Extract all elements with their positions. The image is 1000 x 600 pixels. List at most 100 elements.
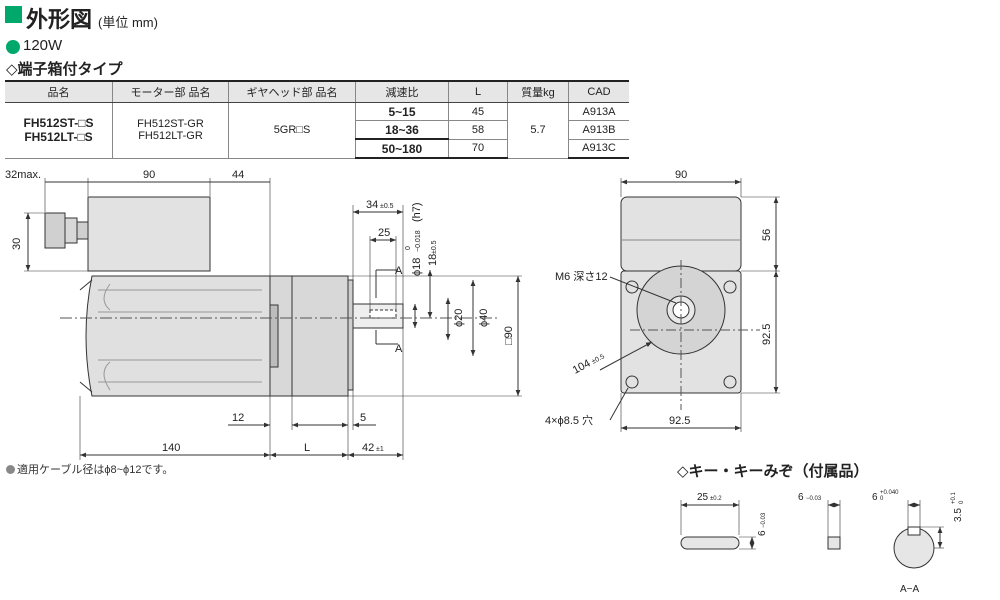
gearhead-front [347, 279, 354, 391]
product-name: FH512LT-□S [24, 130, 93, 145]
dim-92-5-v-label: 92.5 [761, 324, 773, 345]
dim-key-6-side-label: 6 [757, 530, 768, 536]
dim-key-6-top-tol: −0.03 [806, 496, 822, 502]
table-row: 18~36 58 A913B [5, 120, 629, 140]
dim-44-label: 44 [232, 169, 244, 181]
note-text: 適用ケーブル径はϕ8~ϕ12です。 [17, 464, 174, 476]
dim-104-tol: ±0.5 [591, 353, 606, 366]
tap-leader [609, 276, 677, 304]
dim-18-tol: ±0.5 [431, 240, 438, 254]
motor-name: FH512LT-GR [138, 130, 203, 143]
dim-140-label: 140 [162, 442, 180, 454]
mass-cell: 5.7 [507, 102, 569, 159]
table-row: 50~180 70 A913C [5, 139, 629, 159]
dim-42-tol: ±1 [376, 446, 384, 453]
dim-56-label: 56 [761, 229, 773, 241]
table-header-row: 品名 モーター部 品名 ギヤヘッド部 品名 減速比 L 質量kg CAD [5, 80, 629, 103]
dim-phi18-tol-upper: 0 [405, 246, 412, 250]
ratio-cell: 50~180 [355, 139, 449, 159]
dim-12-label: 12 [232, 412, 244, 424]
dim-phi18-label: ϕ18 [411, 258, 423, 276]
dim-34-label: 34 [366, 199, 378, 211]
title-unit: (単位 mm) [98, 15, 158, 30]
dim-90-front-label: 90 [675, 169, 687, 181]
table-row: FH512ST-□S FH512LT-□S FH512ST-GR FH512LT… [5, 102, 629, 159]
dim-92-5-h-label: 92.5 [669, 415, 690, 427]
key-slot [369, 309, 397, 319]
type-heading: ◇端子箱付タイプ [6, 61, 123, 78]
l-cell: 70 [448, 139, 508, 159]
tap-label: M6 深さ12 [555, 270, 608, 283]
header-motor: モーター部 品名 [112, 80, 229, 103]
dim-18-label: 18 [427, 254, 439, 266]
dim-90-label: 90 [143, 169, 155, 181]
cad-cell: A913A [568, 102, 629, 121]
side-view-labels: 32max. 90 44 30 34 ±0.5 25 A A ϕ18 0 −0.… [5, 169, 515, 454]
motor-name: FH512ST-GR [137, 118, 204, 131]
motor-fins [98, 289, 262, 383]
l-cell: 45 [448, 102, 508, 121]
dim-groove-label: 6 [872, 492, 878, 503]
header-cad: CAD [568, 80, 629, 103]
mount-hole [625, 280, 639, 294]
terminal-box-front [620, 196, 742, 272]
dim-phi18-fit: (h7) [411, 202, 423, 222]
holes-label: 4×ϕ8.5 穴 [545, 413, 593, 427]
power-marker [6, 40, 20, 54]
key-labels: 25 ±0.2 6 −0.03 6 −0.03 6 +0.040 0 3.5 +… [697, 490, 965, 595]
key-side [680, 536, 740, 550]
section-a-label-top: A [395, 265, 403, 277]
dim-groove-zero: 0 [880, 496, 884, 502]
cable-gland-thread [76, 221, 89, 240]
key-end [827, 536, 841, 550]
dim-sq90-label: □90 [503, 326, 515, 345]
page-title: 外形図 (単位 mm) [26, 2, 158, 34]
holes-leader [609, 387, 629, 421]
dim-L-label: L [304, 442, 310, 454]
header-ratio: 減速比 [355, 80, 449, 103]
spec-table: 品名 モーター部 品名 ギヤヘッド部 品名 減速比 L 質量kg CAD FH5… [5, 80, 629, 159]
motor-cell: FH512ST-GR FH512LT-GR [112, 102, 229, 159]
dim-5-label: 5 [360, 412, 366, 424]
dim-phi18-tol-lower: −0.018 [415, 230, 422, 252]
title-marker [5, 6, 22, 23]
dim-3-5-label: 3.5 [953, 508, 964, 522]
product-name: FH512ST-□S [23, 116, 94, 131]
header-mass: 質量kg [507, 80, 569, 103]
cable-gland-nut [44, 212, 66, 249]
mount-hole [625, 375, 639, 389]
dim-key-6-top-label: 6 [798, 492, 804, 503]
cable-gland-body [64, 217, 78, 244]
dim-34-tol: ±0.5 [380, 203, 394, 210]
keyway [907, 526, 921, 536]
power-rating: 120W [23, 37, 63, 54]
header-product: 品名 [5, 80, 113, 103]
flange-step [269, 304, 279, 368]
key-drawing [680, 500, 944, 569]
header-L: L [448, 80, 508, 103]
ratio-cell: 5~15 [355, 102, 449, 121]
ratio-cell: 18~36 [355, 120, 449, 140]
dim-3-5-tol: +0.1 [951, 491, 957, 504]
mount-hole [723, 375, 737, 389]
side-view [24, 178, 522, 460]
cable-note: 適用ケーブル径はϕ8~ϕ12です。 [6, 461, 173, 477]
dim-key-25-tol: ±0.2 [710, 496, 722, 502]
dim-32max: 32max. [5, 169, 41, 181]
fin-curves [103, 283, 111, 391]
product-cell: FH512ST-□S FH512LT-□S [5, 102, 113, 159]
mount-hole [723, 280, 737, 294]
dim-key-25-label: 25 [697, 492, 709, 503]
dim-104-label: 104 [571, 357, 593, 376]
dim-groove-tol: +0.040 [880, 490, 899, 496]
dim-42-label: 42 [362, 442, 374, 454]
section-aa-label: A−A [900, 584, 920, 595]
title-main: 外形図 [26, 7, 93, 32]
header-gearhead: ギヤヘッド部 品名 [228, 80, 356, 103]
dim-3-5-zero: 0 [959, 500, 965, 504]
cad-cell: A913C [568, 139, 629, 159]
dim-104-leader [599, 341, 653, 371]
dim-phi40-label: ϕ40 [478, 309, 490, 327]
dim-key-6-side-tol: −0.03 [761, 512, 767, 528]
